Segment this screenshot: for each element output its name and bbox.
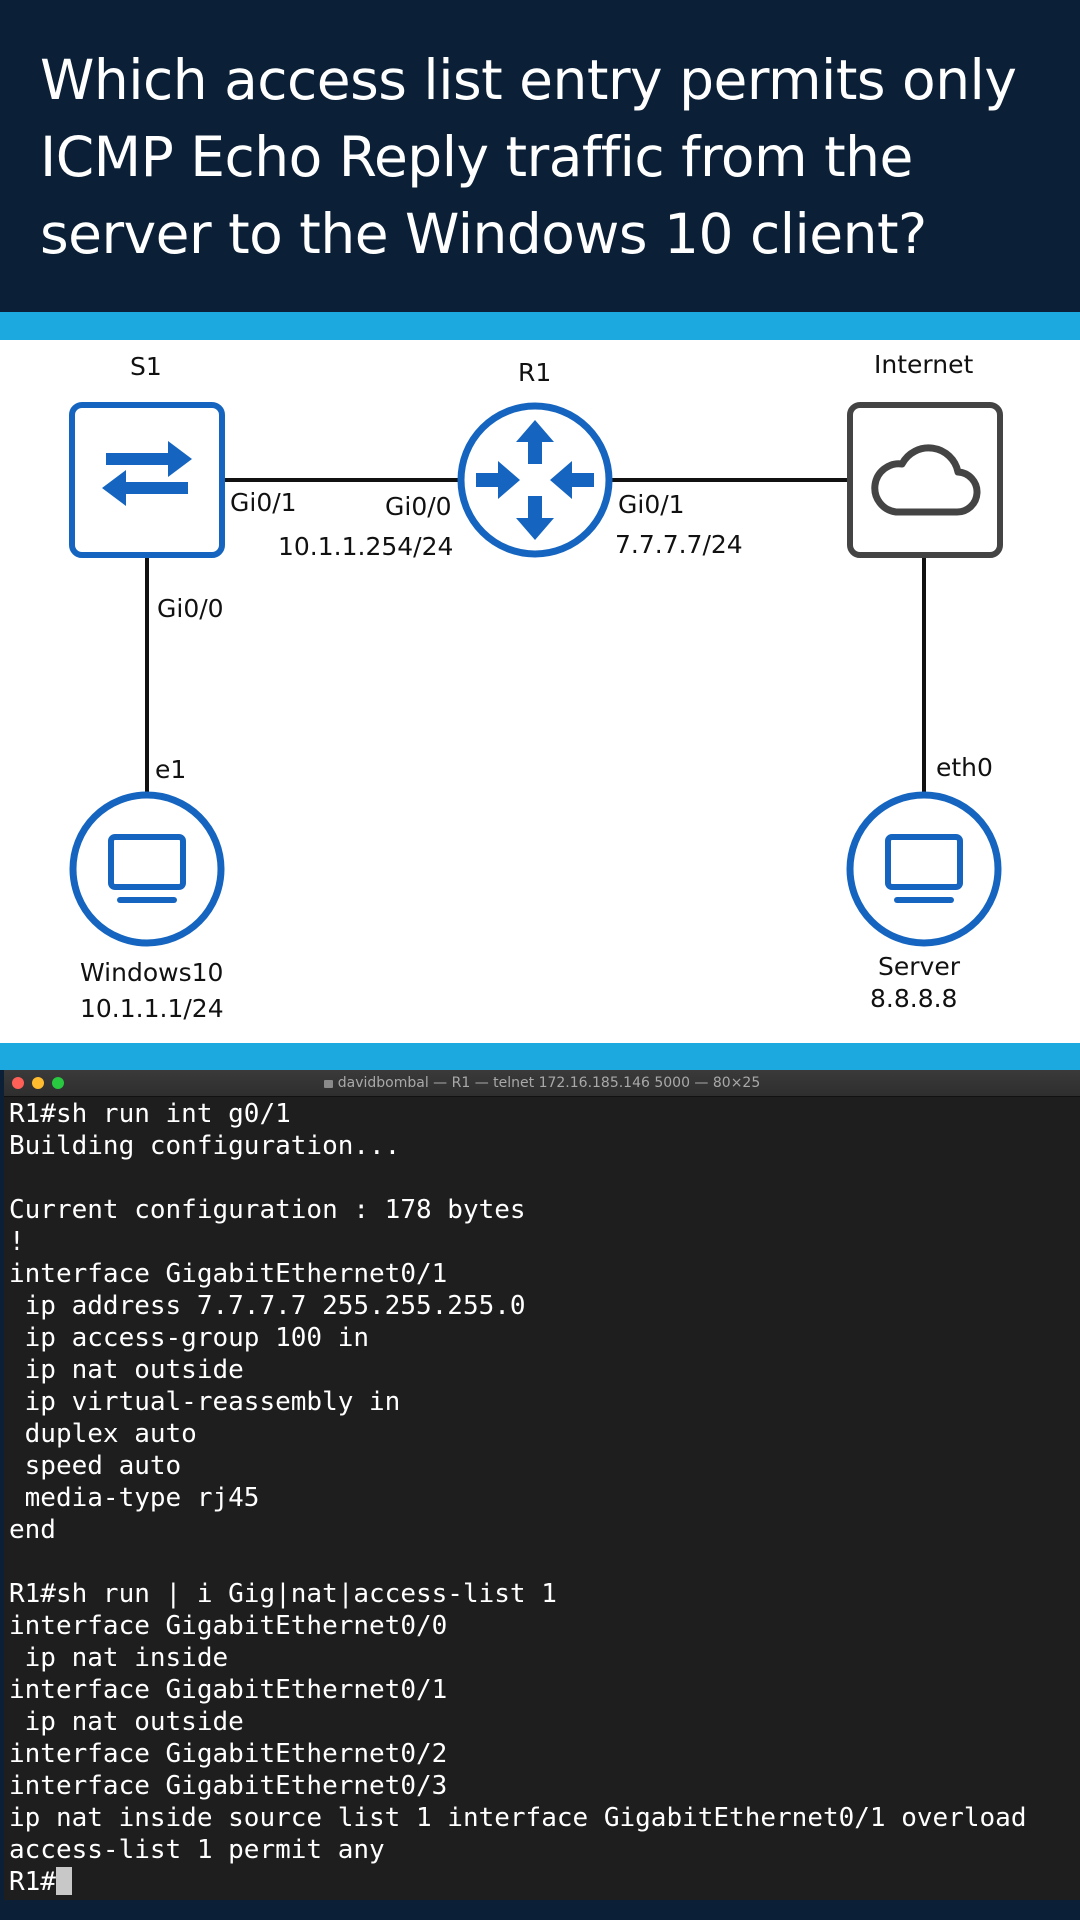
terminal-line: access-list 1 permit any	[9, 1835, 385, 1865]
bottom-strip	[0, 1900, 1080, 1920]
terminal-line: interface GigabitEthernet0/2	[9, 1739, 448, 1769]
r1-label: R1	[518, 358, 552, 387]
terminal-line: ip nat outside	[9, 1355, 244, 1385]
terminal-line	[9, 1162, 1077, 1194]
terminal-window[interactable]: davidbombal — R1 — telnet 172.16.185.146…	[4, 1070, 1080, 1900]
question-line: ICMP Echo Reply traffic from the	[40, 125, 913, 189]
terminal-line: interface GigabitEthernet0/0	[9, 1611, 448, 1641]
terminal-titlebar[interactable]: davidbombal — R1 — telnet 172.16.185.146…	[4, 1070, 1080, 1097]
terminal-line: Building configuration...	[9, 1131, 401, 1161]
internet-cloud-icon[interactable]	[847, 402, 1003, 558]
terminal-cursor	[55, 1867, 72, 1895]
switch-icon[interactable]	[69, 402, 225, 558]
terminal-line: interface GigabitEthernet0/1	[9, 1259, 448, 1289]
terminal-line: Current configuration : 178 bytes	[9, 1195, 526, 1225]
windows10-label: Windows10	[80, 958, 224, 987]
terminal-line: duplex auto	[9, 1419, 197, 1449]
r1-gi01-ip: 7.7.7.7/24	[615, 530, 743, 559]
lock-icon	[323, 1080, 333, 1088]
terminal-line: media-type rj45	[9, 1483, 260, 1513]
close-window-button[interactable]	[12, 1077, 24, 1089]
internet-label: Internet	[874, 350, 974, 379]
terminal-line	[9, 1546, 1077, 1578]
terminal-line: ip nat inside source list 1 interface Gi…	[9, 1803, 1027, 1833]
question-line: server to the Windows 10 client?	[40, 202, 927, 266]
windows10-pc-icon[interactable]	[69, 791, 225, 947]
network-diagram: S1 R1 Internet Gi0/1 Gi0/0 10.1.1.254/24…	[0, 340, 1080, 1043]
s1-label: S1	[130, 352, 162, 381]
r1-gi01-label: Gi0/1	[618, 490, 685, 519]
accent-band-middle	[0, 1043, 1080, 1070]
terminal-line: ip nat inside	[9, 1643, 229, 1673]
zoom-window-button[interactable]	[52, 1077, 64, 1089]
question-line: Which access list entry permits only	[40, 48, 1017, 112]
terminal-line: interface GigabitEthernet0/3	[9, 1771, 448, 1801]
terminal-line: interface GigabitEthernet0/1	[9, 1675, 448, 1705]
terminal-line: ip nat outside	[9, 1707, 244, 1737]
s1-gi01-label: Gi0/1	[230, 488, 297, 517]
win-e1-label: e1	[155, 755, 187, 784]
terminal-line: ip access-group 100 in	[9, 1323, 370, 1353]
terminal-line: ip address 7.7.7.7 255.255.255.0	[9, 1291, 526, 1321]
terminal-prompt: R1#	[9, 1867, 56, 1897]
server-ip: 8.8.8.8	[870, 984, 958, 1013]
server-pc-icon[interactable]	[846, 791, 1002, 947]
terminal-line: R1#sh run | i Gig|nat|access-list 1	[9, 1579, 557, 1609]
terminal-line: R1#sh run int g0/1	[9, 1099, 291, 1129]
server-label: Server	[878, 952, 960, 981]
terminal-title: davidbombal — R1 — telnet 172.16.185.146…	[4, 1070, 1080, 1096]
terminal-prompt-line[interactable]: R1#	[9, 1866, 1077, 1898]
router-icon[interactable]	[457, 402, 613, 558]
s1-gi00-label: Gi0/0	[157, 594, 224, 623]
question-header: Which access list entry permits only ICM…	[0, 0, 1080, 312]
topology-svg	[69, 402, 1003, 947]
terminal-line: end	[9, 1515, 56, 1545]
r1-gi00-label: Gi0/0	[385, 492, 452, 521]
accent-band-top	[0, 312, 1080, 340]
windows10-ip: 10.1.1.1/24	[80, 994, 224, 1023]
terminal-line: !	[9, 1227, 25, 1257]
terminal-line: speed auto	[9, 1451, 182, 1481]
server-eth0-label: eth0	[936, 753, 993, 782]
minimize-window-button[interactable]	[32, 1077, 44, 1089]
terminal-line: ip virtual-reassembly in	[9, 1387, 401, 1417]
question-text: Which access list entry permits only ICM…	[40, 42, 1050, 273]
r1-gi00-ip: 10.1.1.254/24	[278, 532, 454, 561]
terminal-title-text: davidbombal — R1 — telnet 172.16.185.146…	[337, 1075, 761, 1091]
